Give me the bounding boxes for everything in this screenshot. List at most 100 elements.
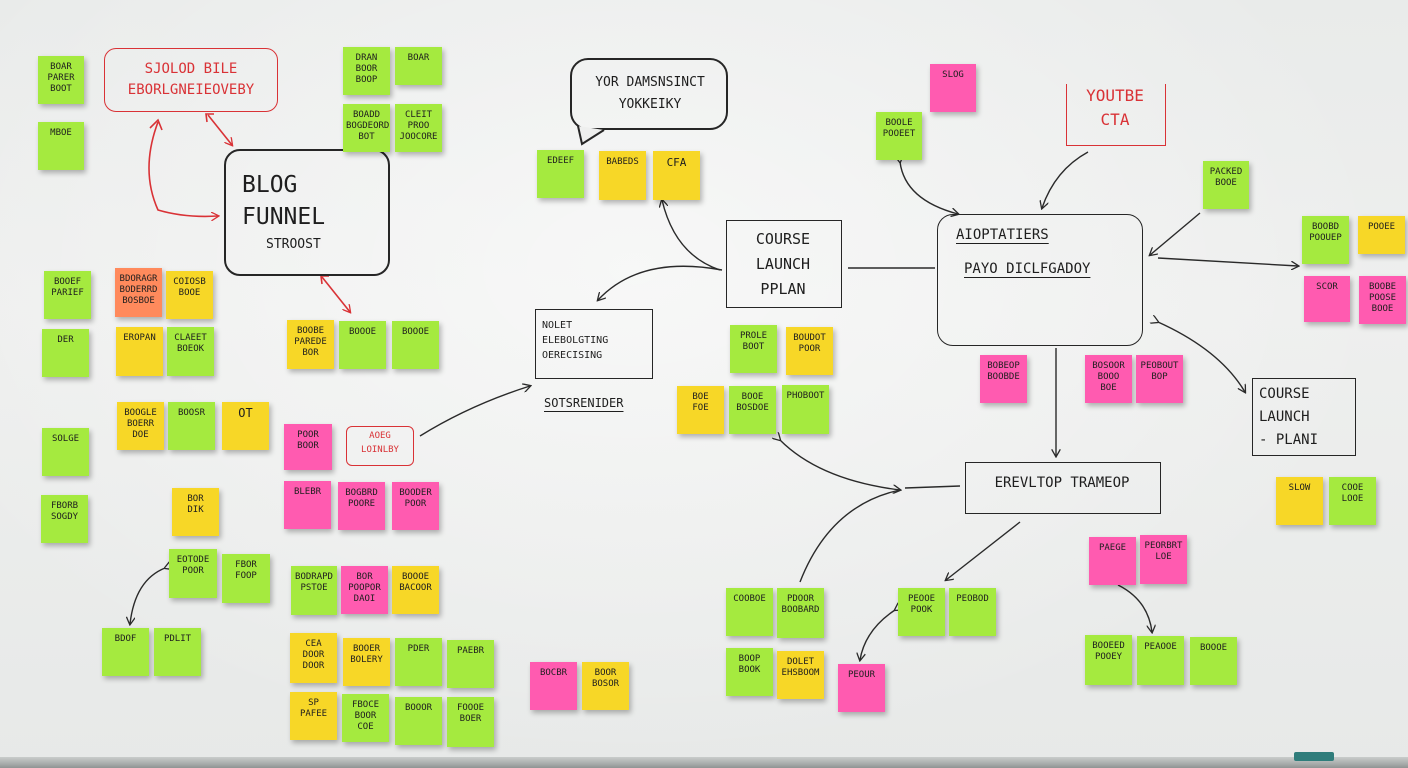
- sticky-note[interactable]: BDOF: [102, 628, 149, 676]
- youtbe-cta-box: YOUTBE CTA: [1066, 84, 1166, 146]
- red-arrow-diag-bottom: [321, 276, 350, 312]
- sticky-note[interactable]: BOBEOP BOOBDE: [980, 355, 1027, 403]
- red-title-box: SJOLOD BILE EBORLGNEIEOVEBY: [104, 48, 278, 112]
- sticky-note[interactable]: PDLIT: [154, 628, 201, 676]
- sticky-note[interactable]: PEOBOD: [949, 588, 996, 636]
- sticky-note[interactable]: BOOBE PAREDE BOR: [287, 320, 334, 369]
- sticky-note[interactable]: DOLET EHSBOOM: [777, 651, 824, 699]
- sticky-note[interactable]: MBOE: [38, 122, 84, 170]
- sticky-note[interactable]: BOOOE: [339, 321, 386, 369]
- sticky-note[interactable]: BOOGLE BOERR DOE: [117, 402, 164, 450]
- sticky-note[interactable]: PEAOOE: [1137, 636, 1184, 685]
- sticky-note[interactable]: SLOG: [930, 64, 976, 112]
- arrow-speech-to-course: [662, 200, 721, 271]
- sticky-note[interactable]: CFA: [653, 151, 700, 200]
- sticky-note[interactable]: BOOR BOSOR: [582, 662, 629, 710]
- sticky-note[interactable]: COOBOE: [726, 588, 773, 636]
- sticky-note[interactable]: PEOBOUT BOP: [1136, 355, 1183, 403]
- sticky-note[interactable]: PEOUR: [838, 664, 885, 712]
- sticky-note[interactable]: BOR DIK: [172, 488, 219, 536]
- whiteboard-bottom-frame: [0, 757, 1408, 768]
- sticky-note[interactable]: BOOEED POOEY: [1085, 635, 1132, 685]
- course-launch-right-box: COURSE LAUNCH - PLANI: [1252, 378, 1356, 456]
- sticky-note[interactable]: BOOOR: [395, 697, 442, 745]
- sticky-note[interactable]: BOE FOE: [677, 386, 724, 434]
- sticky-note[interactable]: SCOR: [1304, 276, 1350, 322]
- sticky-note[interactable]: BOOER BOLERY: [343, 638, 390, 686]
- line-erevltop-left: [904, 485, 961, 489]
- sticky-note[interactable]: BOAR PARER BOOT: [38, 56, 84, 104]
- sticky-note[interactable]: BOOE BOSDOE: [729, 386, 776, 434]
- sticky-note[interactable]: PAEBR: [447, 640, 494, 688]
- sticky-note[interactable]: PACKED BOOE: [1203, 161, 1249, 209]
- sticky-note[interactable]: POOEE: [1358, 216, 1405, 254]
- sticky-note[interactable]: CLEIT PROO JOOCORE: [395, 104, 442, 152]
- sticky-note[interactable]: BOR POOPOR DAOI: [341, 566, 388, 614]
- sticky-note[interactable]: EOTODE POOR: [169, 549, 217, 598]
- sticky-note[interactable]: BOOOE BACOOR: [392, 566, 439, 614]
- sticky-note[interactable]: POOR BOOR: [284, 424, 332, 470]
- sticky-note[interactable]: EDEEF: [537, 150, 584, 198]
- sticky-note[interactable]: DER: [42, 329, 89, 377]
- erevltop-box: EREVLTOP TRAMEOP: [965, 462, 1161, 514]
- sticky-note[interactable]: BOADD BOGDEORD BOT: [343, 104, 390, 152]
- sticky-note[interactable]: DRAN BOOR BOOP: [343, 47, 390, 95]
- sticky-note[interactable]: OT: [222, 402, 269, 450]
- red-small-box: AOEG LOINLBY: [346, 426, 414, 466]
- sticky-note[interactable]: COIOSB BOOE: [166, 271, 213, 319]
- speech-bubble-tail: [577, 126, 605, 146]
- sticky-note[interactable]: BOOLE POOEET: [876, 112, 922, 160]
- sticky-note[interactable]: BOSOOR BOOO BOE: [1085, 355, 1132, 403]
- sticky-note[interactable]: BOGBRD POORE: [338, 482, 385, 530]
- sticky-note[interactable]: BOODER POOR: [392, 482, 439, 530]
- sticky-note[interactable]: FBOCE BOOR COE: [342, 694, 389, 742]
- sticky-note[interactable]: BDORAGR BODERRD BOSBOE: [115, 268, 162, 317]
- sticky-note[interactable]: FOOOE BOER: [447, 697, 494, 747]
- sticky-note[interactable]: PHOBOOT: [782, 385, 829, 434]
- aoptatier-line2: PAYO DICLFGADOY: [964, 261, 1091, 277]
- sticky-note[interactable]: CLAEET BOEOK: [167, 327, 214, 376]
- violet-box: NOLET ELEBOLGTING OERECISING: [535, 309, 653, 379]
- sticky-note[interactable]: SLOW: [1276, 477, 1323, 525]
- sticky-note[interactable]: SOLGE: [42, 428, 89, 476]
- red-arrow-diag-top-start: [205, 113, 214, 123]
- sticky-note[interactable]: BOUDOT POOR: [786, 327, 833, 375]
- sticky-note[interactable]: BOOBE POOSE BOOE: [1359, 276, 1406, 324]
- sticky-note[interactable]: PDER: [395, 638, 442, 686]
- sticky-note[interactable]: CEA DOOR DOOR: [290, 633, 337, 683]
- sticky-note[interactable]: BOOOE: [392, 321, 439, 369]
- sticky-note[interactable]: FBORB SOGDY: [41, 495, 88, 543]
- sticky-note[interactable]: SP PAFEE: [290, 692, 337, 740]
- arrow-notes-to-erevltop: [780, 440, 900, 490]
- sticky-note[interactable]: FBOR FOOP: [222, 554, 270, 603]
- sticky-note[interactable]: BOCBR: [530, 662, 577, 710]
- sticky-note[interactable]: BOOBD POOUEP: [1302, 216, 1349, 264]
- sticky-note[interactable]: BLEBR: [284, 481, 331, 529]
- sticky-note[interactable]: BOOOE: [1190, 637, 1237, 685]
- red-arrow-head-up: [149, 118, 163, 131]
- sticky-note[interactable]: PEORBRT LOE: [1140, 535, 1187, 584]
- sticky-note[interactable]: PDOOR BOOBARD: [777, 588, 824, 638]
- sticky-note[interactable]: BOAR: [395, 47, 442, 85]
- course-launch-center-box: COURSE LAUNCH PPLAN: [726, 220, 842, 308]
- sticky-note[interactable]: EROPAN: [116, 327, 163, 376]
- sticky-note[interactable]: BOOP BOOK: [726, 648, 773, 696]
- sticky-note[interactable]: BOOSR: [168, 402, 215, 450]
- sticky-note[interactable]: PEOOE POOK: [898, 588, 945, 636]
- sticky-note[interactable]: PROLE BOOT: [730, 325, 777, 373]
- arrow-left-notes: [130, 568, 165, 624]
- blog-funnel-box: BLOG FUNNEL STROOST: [224, 149, 390, 276]
- sticky-note[interactable]: BOOEF PARIEF: [44, 271, 91, 319]
- marker-tray: [1294, 752, 1334, 761]
- violet-box-text: NOLET ELEBOLGTING OERECISING: [542, 320, 609, 361]
- arrow-cta-to-aopt: [1042, 151, 1089, 208]
- red-arrow-diag-bottom-start: [320, 275, 329, 285]
- arrow-aopt-to-right-notes: [1157, 257, 1298, 266]
- sticky-note[interactable]: PAEGE: [1089, 537, 1136, 585]
- course-launch-right-text: COURSE LAUNCH - PLANI: [1259, 386, 1319, 448]
- aoptatier-line1: AIOPTATIERS: [956, 227, 1049, 243]
- sticky-note[interactable]: BABEDS: [599, 151, 646, 200]
- sticky-note[interactable]: BODRAPD PSTOE: [291, 566, 337, 615]
- sticky-note[interactable]: COOE LOOE: [1329, 477, 1376, 525]
